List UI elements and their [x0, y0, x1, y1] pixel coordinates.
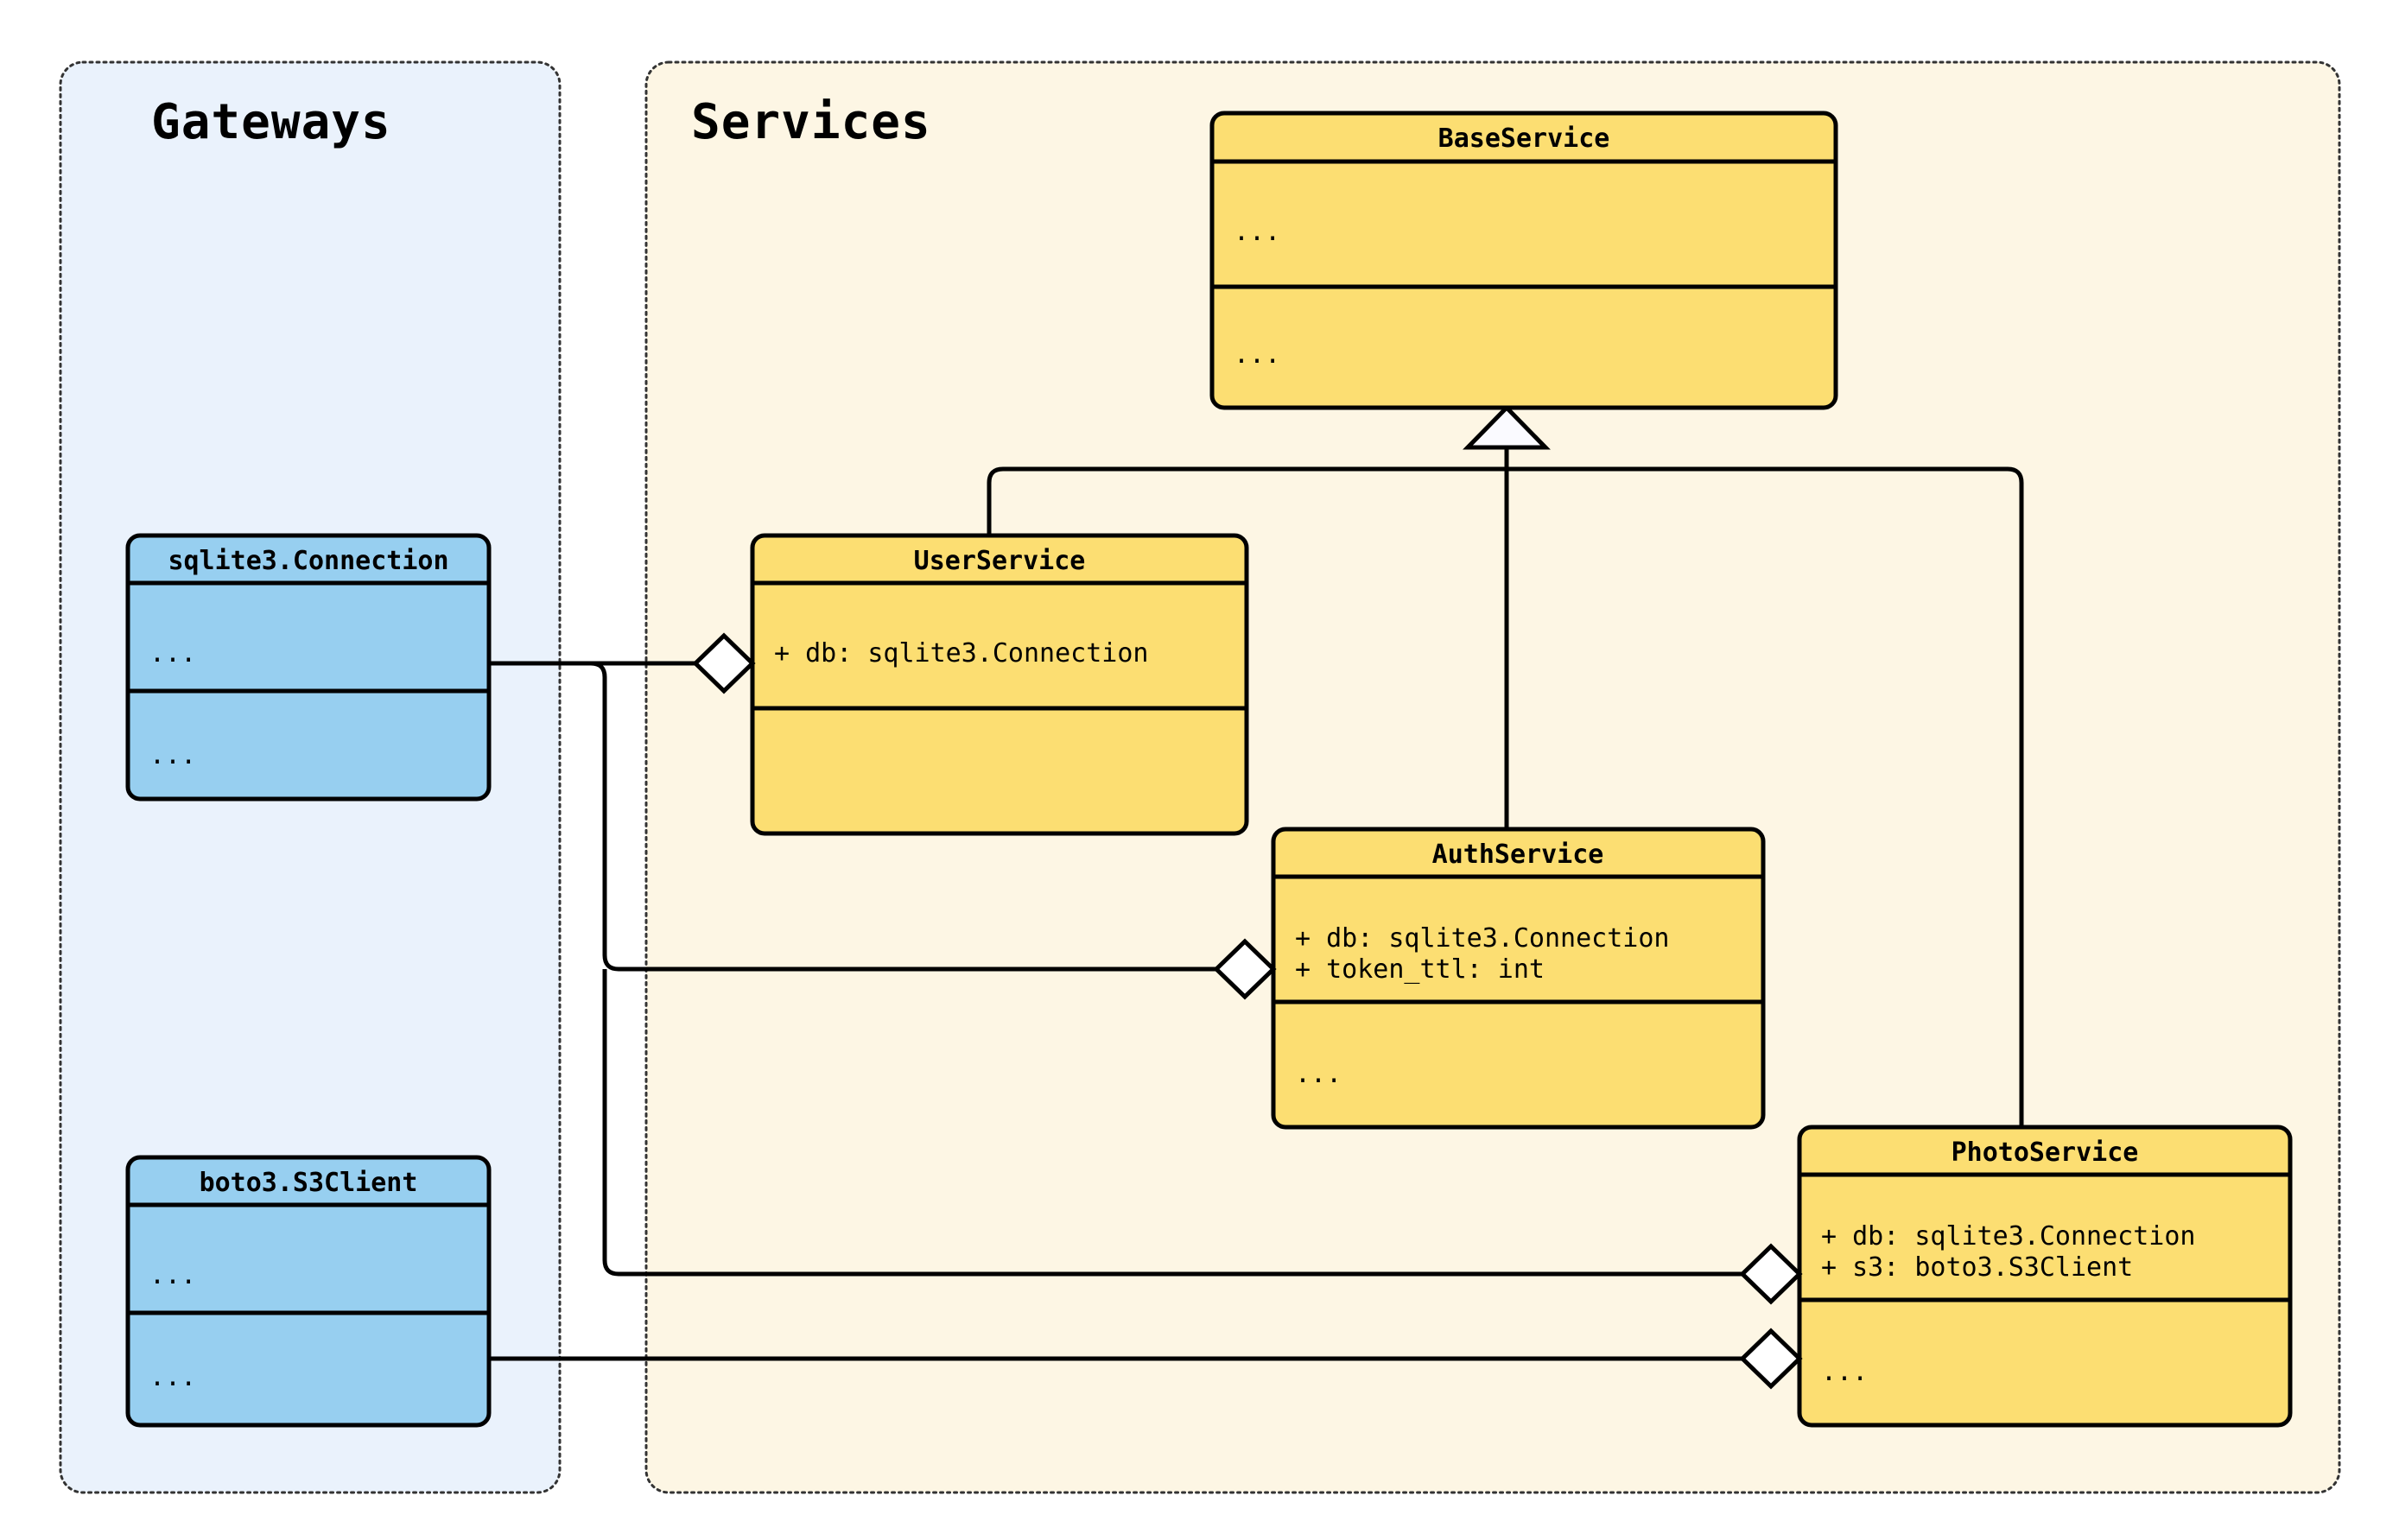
- class-authservice-attribute-db: + db: sqlite3.Connection: [1295, 923, 1669, 954]
- inheritance-edges: [987, 404, 2024, 1127]
- class-authservice-method: ...: [1295, 1059, 1342, 1089]
- class-baseservice-attribute: ...: [1234, 217, 1280, 247]
- class-userservice[interactable]: UserService + db: sqlite3.Connection: [750, 533, 1249, 836]
- aggregation-diamond-markers: [692, 632, 1803, 1390]
- class-authservice-attribute-token-ttl: + token_ttl: int: [1295, 954, 1545, 985]
- class-baseservice-name: BaseService: [1438, 124, 1610, 154]
- class-userservice-frame: [750, 533, 1249, 836]
- class-authservice[interactable]: AuthService + db: sqlite3.Connection + t…: [1271, 827, 1766, 1130]
- class-photoservice-name: PhotoService: [1952, 1138, 2139, 1168]
- class-photoservice-attribute-s3: + s3: boto3.S3Client: [1821, 1252, 2133, 1283]
- edge-userservice-to-baseservice: [987, 466, 1507, 536]
- class-baseservice[interactable]: BaseService ... ...: [1209, 111, 1838, 410]
- class-boto3-s3client-frame: [125, 1155, 492, 1428]
- class-sqlite3-connection-attribute: ...: [149, 638, 196, 669]
- inheritance-triangle-icon: [1463, 404, 1551, 450]
- package-gateways-label: Gateways: [151, 94, 391, 150]
- aggregation-diamond-icon-authservice-db: [1213, 938, 1277, 1000]
- class-sqlite3-connection-name: sqlite3.Connection: [168, 546, 448, 576]
- class-boto3-s3client-name: boto3.S3Client: [200, 1168, 418, 1198]
- class-userservice-attribute: + db: sqlite3.Connection: [774, 638, 1148, 669]
- aggregation-diamond-icon-userservice-db: [692, 632, 756, 694]
- class-photoservice[interactable]: PhotoService + db: sqlite3.Connection + …: [1797, 1125, 2293, 1428]
- class-photoservice-method: ...: [1821, 1357, 1868, 1387]
- edge-sqlite3-to-photoservice: [602, 969, 1777, 1277]
- class-authservice-frame: [1271, 827, 1766, 1130]
- class-baseservice-frame: [1209, 111, 1838, 410]
- class-sqlite3-connection-frame: [125, 533, 492, 802]
- class-authservice-name: AuthService: [1432, 840, 1604, 870]
- class-baseservice-method: ...: [1234, 339, 1280, 370]
- edge-photoservice-to-baseservice: [1507, 466, 2024, 1127]
- aggregation-diamond-icon-photoservice-s3: [1739, 1328, 1803, 1390]
- aggregation-diamond-icon-photoservice-db: [1739, 1243, 1803, 1305]
- package-services-label: Services: [691, 94, 931, 150]
- class-boto3-s3client-method: ...: [149, 1362, 196, 1392]
- class-userservice-name: UserService: [914, 546, 1086, 576]
- class-sqlite3-connection-method: ...: [149, 740, 196, 770]
- class-photoservice-attribute-db: + db: sqlite3.Connection: [1821, 1221, 2195, 1252]
- aggregation-edges-sqlite3: [489, 661, 1777, 1277]
- class-sqlite3-connection[interactable]: sqlite3.Connection ... ...: [125, 533, 492, 802]
- edge-sqlite3-trunk: [590, 661, 1251, 972]
- class-boto3-s3client[interactable]: boto3.S3Client ... ...: [125, 1155, 492, 1428]
- class-boto3-s3client-attribute: ...: [149, 1260, 196, 1290]
